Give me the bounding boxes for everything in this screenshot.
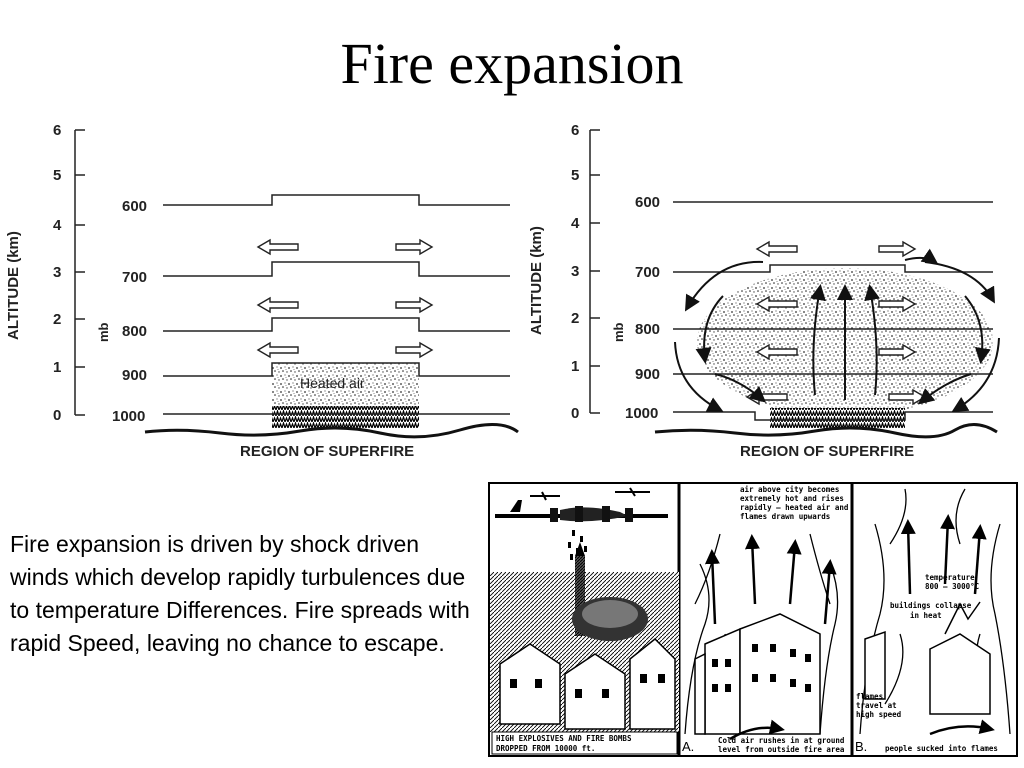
- tick-2: 2: [53, 311, 61, 328]
- pressure-900: 900: [635, 366, 660, 383]
- bombing-caption-line-1: HIGH EXPLOSIVES AND FIRE BOMBS: [496, 734, 632, 743]
- tick-0: 0: [571, 405, 579, 422]
- panel-b-temp-line-1: temperature: [925, 573, 975, 582]
- superfire-developed-diagram: 6 5 4 3 2 1 0 ALTITUDE (km) mb 600 700 8…: [515, 110, 1015, 470]
- pressure-1000: 1000: [112, 408, 145, 425]
- tick-6: 6: [53, 122, 61, 139]
- panel-b-flames-line-3: high speed: [856, 710, 901, 719]
- fire-base: [770, 408, 905, 428]
- pressure-1000: 1000: [625, 405, 658, 422]
- ground-line: [144, 423, 519, 439]
- pressure-unit-label: mb: [96, 322, 111, 342]
- firestorm-illustration: HIGH EXPLOSIVES AND FIRE BOMBS DROPPED F…: [488, 482, 1018, 757]
- altitude-ticks: 6 5 4 3 2 1 0: [571, 122, 600, 422]
- tick-1: 1: [53, 359, 61, 376]
- tick-6: 6: [571, 122, 579, 139]
- tick-5: 5: [53, 167, 61, 184]
- bombing-caption-line-2: DROPPED FROM 10000 ft.: [496, 744, 595, 753]
- slide-title: Fire expansion: [340, 31, 684, 96]
- panel-a-top-line-4: flames drawn upwards: [740, 512, 830, 521]
- region-label: REGION OF SUPERFIRE: [740, 443, 914, 460]
- panel-b-temp-line-2: 800 – 3000°C: [925, 582, 979, 591]
- panel-a-top-line-2: extremely hot and rises: [740, 494, 844, 503]
- panel-a-bottom-line-1: Cold air rushes in at ground: [718, 736, 844, 745]
- panel-b-collapse-line-1: buildings collapse: [890, 601, 972, 610]
- tick-4: 4: [53, 217, 62, 234]
- church-tower: [575, 556, 585, 636]
- collapsing-building: [944, 601, 981, 635]
- panel-b-bottom-caption: people sucked into flames: [885, 744, 998, 753]
- pressure-900: 900: [122, 367, 147, 384]
- outflow-arrows: [256, 238, 434, 359]
- pressure-unit-label: mb: [611, 322, 626, 342]
- pressure-800: 800: [635, 321, 660, 338]
- pressure-600: 600: [122, 198, 147, 215]
- superfire-initial-diagram: 6 5 4 3 2 1 0 ALTITUDE (km) mb 600 700 8…: [0, 110, 530, 470]
- panel-b-letter: B.: [855, 739, 867, 754]
- altitude-axis-label: ALTITUDE (km): [5, 231, 22, 340]
- panel-a: air above city becomes extremely hot and…: [682, 485, 848, 754]
- tick-1: 1: [571, 358, 579, 375]
- heated-air-column: [272, 363, 419, 411]
- panel-a-bottom-line-2: level from outside fire area: [718, 745, 845, 754]
- isobars: [673, 201, 993, 421]
- isobars: [163, 194, 510, 415]
- altitude-ticks: 6 5 4 3 2 1 0: [53, 122, 85, 424]
- fire-base: [272, 406, 419, 428]
- ground-line: [654, 423, 998, 439]
- tick-2: 2: [571, 310, 579, 327]
- pressure-700: 700: [122, 269, 147, 286]
- tick-3: 3: [571, 263, 579, 280]
- tick-5: 5: [571, 167, 579, 184]
- pressure-800: 800: [122, 323, 147, 340]
- panel-a-top-line-1: air above city becomes: [740, 485, 839, 494]
- panel-b-flames-line-1: flames: [856, 692, 883, 701]
- region-label: REGION OF SUPERFIRE: [240, 443, 414, 460]
- panel-b-collapse-line-2: in heat: [910, 611, 942, 620]
- panel-b: B. temperature 800 – 3000°C buildings co…: [855, 488, 1011, 754]
- altitude-axis-label: ALTITUDE (km): [528, 226, 545, 335]
- circulation-arrows: [674, 248, 1000, 413]
- slide-body-text: Fire expansion is driven by shock driven…: [10, 531, 470, 656]
- bombing-panel: HIGH EXPLOSIVES AND FIRE BOMBS DROPPED F…: [490, 487, 679, 755]
- tick-3: 3: [53, 264, 61, 281]
- pressure-600: 600: [635, 194, 660, 211]
- panel-b-flames-line-2: travel at: [856, 701, 897, 710]
- tick-0: 0: [53, 407, 61, 424]
- pressure-700: 700: [635, 264, 660, 281]
- heated-air-label: Heated air: [300, 375, 365, 391]
- panel-a-top-line-3: rapidly — heated air and: [740, 503, 848, 512]
- panel-a-letter: A.: [682, 739, 694, 754]
- bomber-plane: [495, 500, 668, 522]
- tick-4: 4: [571, 215, 580, 232]
